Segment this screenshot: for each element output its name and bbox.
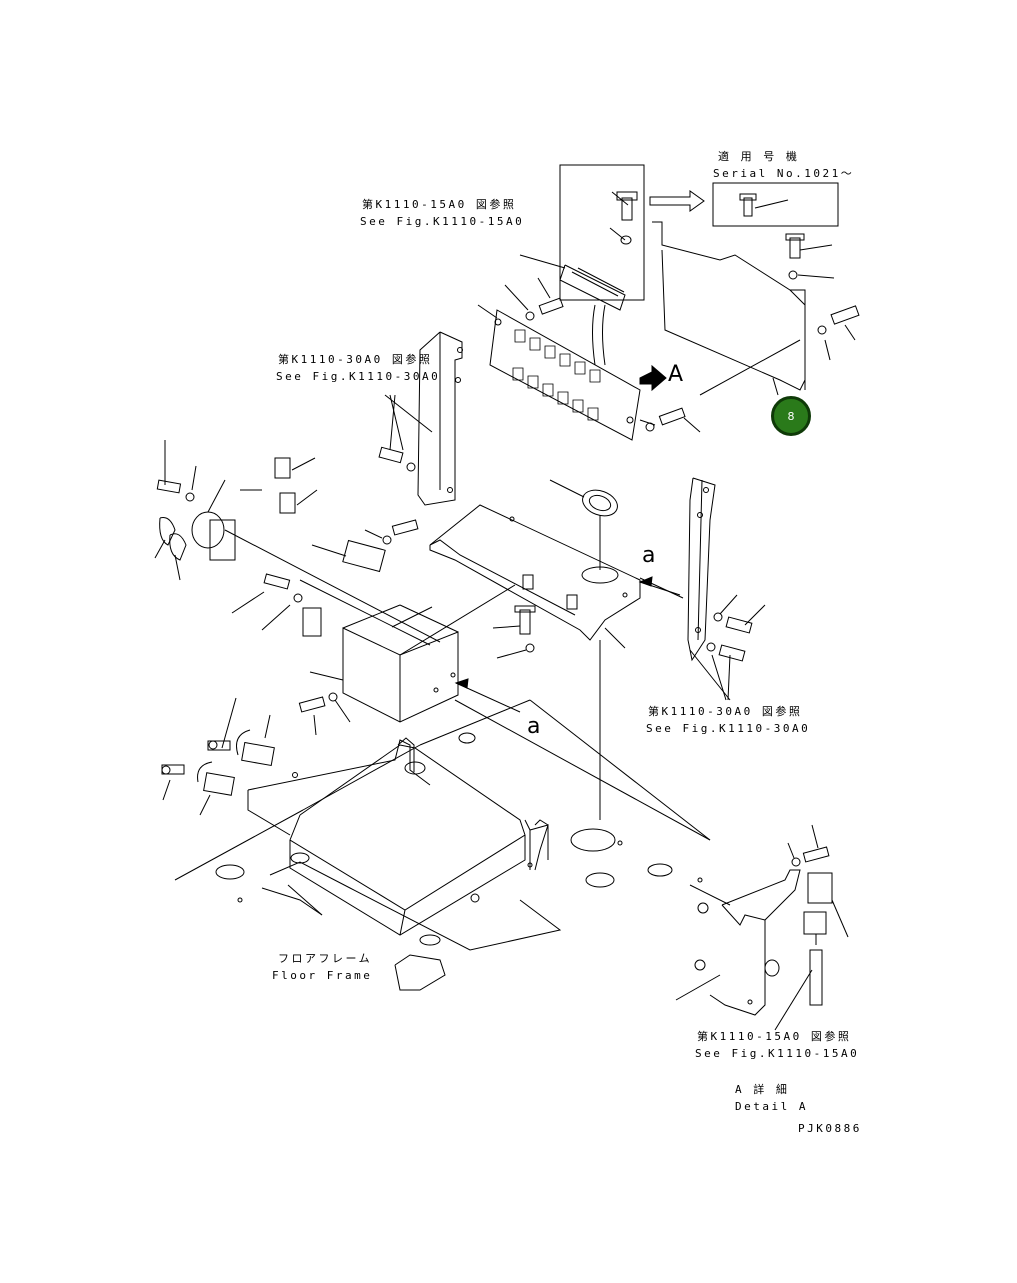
- floor-frame-jp: フロアフレーム: [278, 952, 373, 965]
- mark-a-lower: a: [527, 714, 541, 739]
- ref-15a0-top-en: See Fig.K1110-15A0: [360, 215, 525, 228]
- serial-label: Serial No.1021～: [713, 167, 855, 180]
- ref-30a0-left-en: See Fig.K1110-30A0: [276, 370, 441, 383]
- right-bracket: [640, 478, 765, 700]
- drawing-number: PJK0886: [798, 1122, 862, 1135]
- floor-frame-en: Floor Frame: [272, 969, 373, 982]
- horn-assembly: [155, 440, 440, 642]
- left-bracket: [379, 332, 462, 505]
- relay-board: [478, 255, 655, 440]
- ref-30a0-left-jp: 第K1110-30A0 図参照: [278, 353, 433, 366]
- detail-a-bracket: [676, 825, 848, 1030]
- applicable-label: 適 用 号 機: [718, 150, 800, 163]
- detail-a-jp: A 詳 細: [735, 1083, 790, 1096]
- ref-15a0-bottom-jp: 第K1110-15A0 図参照: [697, 1030, 852, 1043]
- board-bolts: [505, 278, 700, 432]
- detail-a-en: Detail A: [735, 1100, 808, 1113]
- serial-arrow: [650, 191, 704, 211]
- view-a-label: A: [668, 362, 684, 387]
- grommet: [550, 480, 621, 570]
- view-arrow: [640, 366, 666, 390]
- ref-15a0-top-jp: 第K1110-15A0 図参照: [362, 198, 517, 211]
- serial-inset-box: [713, 183, 838, 226]
- center-plate: [430, 505, 640, 820]
- ref-30a0-right-en: See Fig.K1110-30A0: [646, 722, 811, 735]
- ref-15a0-bottom-en: See Fig.K1110-15A0: [695, 1047, 860, 1060]
- cover-panel: [652, 222, 859, 395]
- mark-a-right: a: [642, 543, 656, 568]
- a-leaders: [456, 577, 680, 712]
- part-number-badge[interactable]: 8: [771, 396, 811, 436]
- inset-box-top: [560, 165, 644, 300]
- left-box: [300, 580, 515, 722]
- mid-left-parts: [232, 520, 535, 735]
- ref-30a0-right-jp: 第K1110-30A0 図参照: [648, 705, 803, 718]
- bottom-left-parts: [162, 698, 274, 815]
- floor-frame: [175, 700, 710, 990]
